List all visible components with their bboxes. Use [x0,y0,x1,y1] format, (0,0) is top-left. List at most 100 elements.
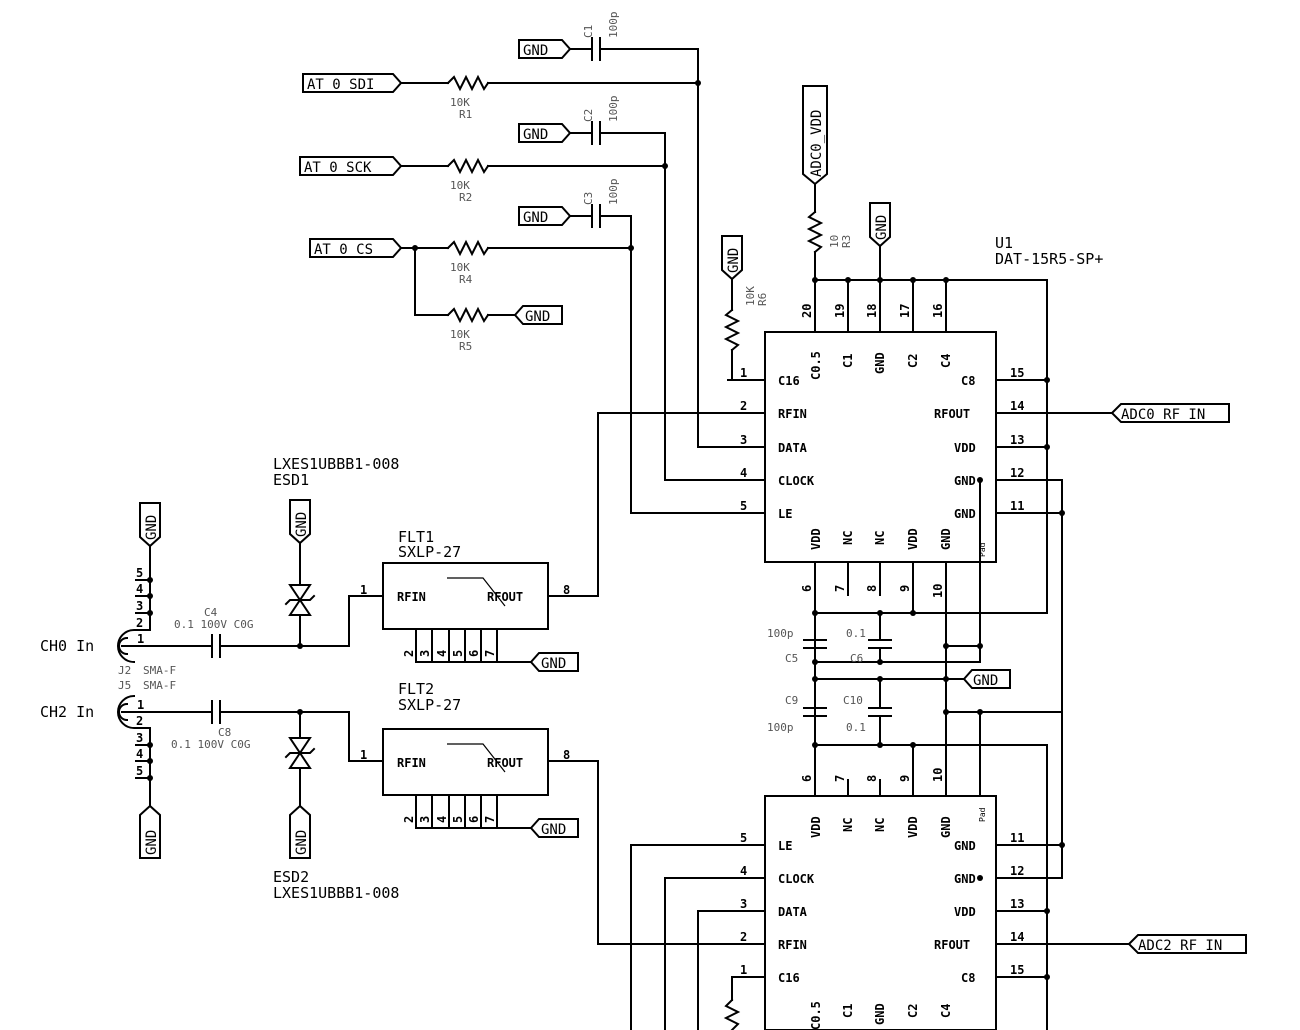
svg-text:4: 4 [435,816,449,823]
svg-text:DATA: DATA [778,441,808,455]
u2-attenuator-body [764,795,997,1030]
svg-text:2: 2 [740,930,747,944]
svg-text:GND: GND [939,528,953,550]
svg-text:7: 7 [483,816,497,823]
j5-ref: J5 [118,679,131,692]
svg-text:5: 5 [451,650,465,657]
svg-text:2: 2 [402,816,416,823]
r4-ref: R4 [459,273,473,286]
gnd-flag-flt2: GND [529,818,579,838]
gnd-flag-c2: GND [518,123,572,143]
gnd-flag-j2: GND [139,502,161,548]
j2-sma-connector [117,628,151,664]
svg-text:C16: C16 [778,971,800,985]
svg-text:2: 2 [136,616,143,630]
svg-text:GND: GND [873,1003,887,1025]
svg-text:GND: GND [954,507,976,521]
gnd-flag-esd1: GND [289,499,311,545]
c6-ref: C6 [850,652,863,665]
flt2-value: SXLP-27 [398,696,461,714]
adc0-vdd-text: ADC0_VDD [809,110,825,177]
svg-text:8: 8 [865,585,879,592]
u1-right-pins: 15 14 13 12 11 C8 RFOUT VDD GND GND [934,366,1113,521]
svg-text:12: 12 [1010,466,1024,480]
gnd-flag-center: GND [962,669,1011,689]
esd2-tvs-diode [284,737,316,769]
svg-text:NC: NC [841,531,855,545]
net-flag-adc2-rf-in: ADC2_RF_IN [1127,934,1247,954]
svg-text:20: 20 [800,304,814,318]
u1-pad-label: Pad [978,542,987,557]
net-flag-adc0-vdd: ADC0_VDD [802,85,828,186]
flt2-filter-body [382,728,549,796]
r2-ref: R2 [459,191,472,204]
c4-ref: C4 [204,606,218,619]
j2-value: SMA-F [143,664,176,677]
svg-text:GND: GND [954,872,976,886]
c8-ref: C8 [218,726,231,739]
svg-text:15: 15 [1010,963,1024,977]
gnd-flag-text: GND [294,512,310,537]
net-flag-at-cs: AT_0_CS [309,238,403,258]
svg-text:9: 9 [898,585,912,592]
at-sdi-text: AT_0_SDI [307,77,374,93]
svg-text:2: 2 [740,399,747,413]
svg-text:1: 1 [137,632,144,646]
svg-text:C2: C2 [906,1004,920,1018]
c2-ref: C2 [582,109,595,122]
r3-resistor [808,211,822,253]
flt2-ground-pins: 2 3 4 5 6 7 [402,794,532,829]
svg-text:RFIN: RFIN [778,938,807,952]
flt1-ground-pins: 2 3 4 5 6 7 [402,628,532,663]
svg-text:C0.5: C0.5 [809,1001,823,1030]
r4-resistor [447,241,489,255]
svg-text:5: 5 [740,831,747,845]
svg-text:1: 1 [360,748,367,762]
svg-text:9: 9 [898,775,912,782]
svg-text:C4: C4 [939,354,953,368]
svg-text:1: 1 [740,366,747,380]
gnd-flag-u1-18: GND [869,202,891,248]
svg-text:6: 6 [800,585,814,592]
svg-text:C0.5: C0.5 [809,351,823,380]
c9-value: 100p [767,721,794,734]
c8-value: 0.1 100V C0G [171,738,250,751]
u1-left-pins: 1 2 3 4 5 C16 RFIN DATA CLOCK LE [599,366,815,521]
svg-text:3: 3 [418,816,432,823]
u1-top-pins: 20 19 18 17 16 C0.5 C1 GND C2 C4 [800,304,953,380]
esd1-ref: ESD1 [273,471,309,489]
svg-text:1: 1 [137,698,144,712]
svg-text:8: 8 [563,583,570,597]
u1-bottom-pins: VDD NC NC VDD GND 6 7 8 9 10 [800,528,953,598]
r5-ref: R5 [459,340,472,353]
svg-text:C16: C16 [778,374,800,388]
svg-text:4: 4 [740,864,747,878]
svg-text:8: 8 [865,775,879,782]
svg-text:RFIN: RFIN [397,590,426,604]
r1-resistor [447,76,489,90]
svg-text:C8: C8 [961,374,975,388]
svg-text:1: 1 [360,583,367,597]
j2-ground-pins: 5 4 3 2 1 [135,544,153,646]
svg-text:RFOUT: RFOUT [934,407,970,421]
svg-text:VDD: VDD [906,816,920,838]
r2-value: 10K [450,179,470,192]
svg-text:4: 4 [136,582,143,596]
net-flag-at-sdi: AT_0_SDI [302,73,403,93]
gnd-flag-c1: GND [518,39,572,59]
svg-text:LE: LE [778,507,792,521]
gnd-flag-j5: GND [139,804,161,859]
net-flag-at-sck: AT_0_SCK [299,156,403,176]
svg-text:VDD: VDD [809,816,823,838]
svg-text:GND: GND [954,839,976,853]
r6-ref: R6 [756,293,769,306]
gnd-flag-r5: GND [513,305,563,325]
svg-text:16: 16 [931,304,945,318]
r3-ref: R3 [840,235,853,248]
svg-text:7: 7 [833,775,847,782]
esd2-value: LXES1UBBB1-008 [273,884,399,902]
gnd-flag-text: GND [874,215,890,240]
svg-text:NC: NC [873,818,887,832]
svg-text:RFIN: RFIN [397,756,426,770]
r1-value: 10K [450,96,470,109]
